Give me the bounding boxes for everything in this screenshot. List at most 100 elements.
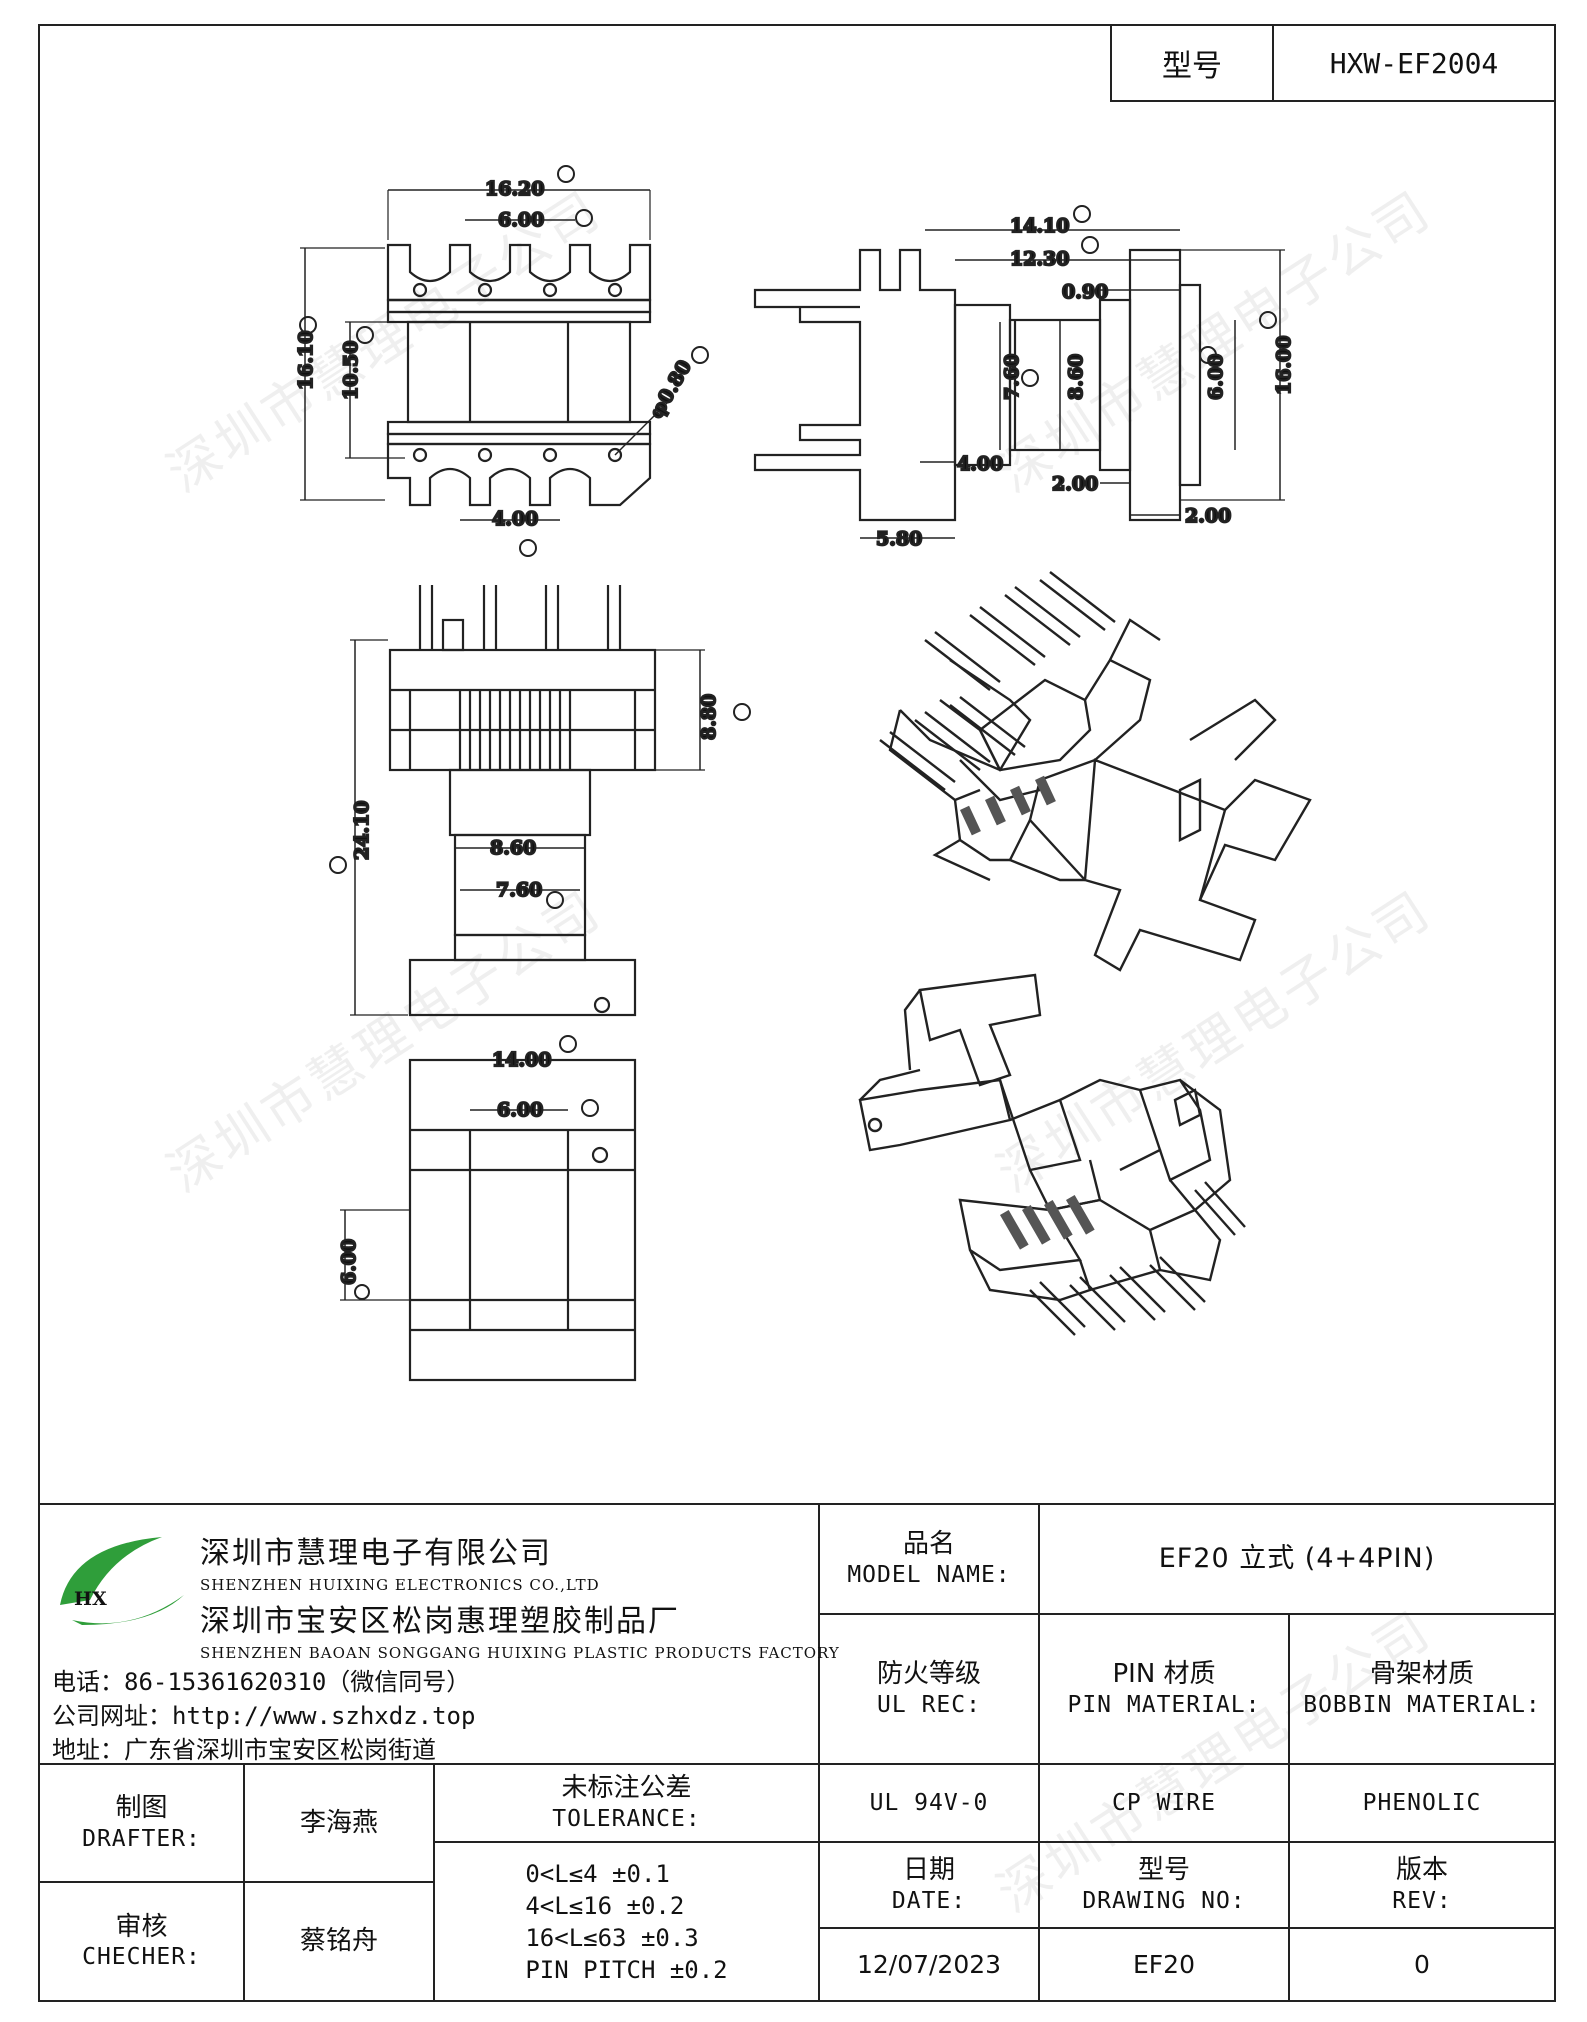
date-value: 12/07/2023 — [856, 1949, 1002, 1979]
dim-top-w1: 16.20 — [485, 178, 545, 200]
dim-front-w1: 8.60 — [490, 837, 536, 859]
date-label-cell: 日期 DATE: — [818, 1841, 1040, 1929]
factory-name-zh: 深圳市宝安区松岗惠理塑胶制品厂 — [200, 1604, 680, 1639]
dim-side-base: 5.80 — [876, 528, 922, 550]
model-name-label-cell: 品名 MODEL NAME: — [818, 1503, 1040, 1615]
side-view — [753, 205, 1285, 539]
tolerance-line: 16<L≤63 ±0.3 — [525, 1923, 699, 1952]
dim-side-d3: 6.00 — [1205, 354, 1227, 400]
company-names: 深圳市慧理电子有限公司 SHENZHEN HUIXING ELECTRONICS… — [200, 1528, 840, 1664]
bobbin-label-cell: 骨架材质 BOBBIN MATERIAL: — [1288, 1613, 1556, 1765]
dim-bottom-w2: 6.00 — [497, 1099, 543, 1121]
tolerance-line: PIN PITCH ±0.2 — [525, 1955, 728, 1984]
phone-number: 86-15361620310（微信同号） — [124, 1668, 471, 1696]
dim-side-l1: 14.10 — [1010, 215, 1070, 237]
phone-line: 电话：86-15361620310（微信同号） — [52, 1668, 471, 1696]
date-zh: 日期 — [902, 1855, 955, 1886]
tolerance-list: 0<L≤4 ±0.1 4<L≤16 ±0.2 16<L≤63 ±0.3 PIN … — [525, 1858, 727, 1986]
rev-value-cell: 0 — [1288, 1927, 1556, 2002]
dim-bottom-h1: 6.00 — [338, 1239, 360, 1285]
drafter-zh: 制图 — [115, 1793, 168, 1824]
dim-side-l2: 12.30 — [1010, 248, 1070, 270]
technical-drawing: 16.20 6.00 16.10 10.50 φ0.80 4.00 14.10 … — [294, 165, 1312, 1382]
ul-value-cell: UL 94V-0 — [818, 1763, 1040, 1843]
checker-name: 蔡铭舟 — [299, 1926, 378, 1957]
date-value-cell: 12/07/2023 — [818, 1927, 1040, 2002]
rev-zh: 版本 — [1395, 1855, 1448, 1886]
dim-side-p3: 2.00 — [1185, 505, 1231, 527]
model-label: 型号 — [1112, 26, 1274, 100]
dim-side-p1: 4.00 — [957, 453, 1003, 475]
top-view — [299, 165, 709, 557]
drafter-name-cell: 李海燕 — [243, 1763, 435, 1883]
isometric-view-upper — [879, 571, 1312, 972]
model-name-value: EF20 立式 (4+4PIN) — [1158, 1543, 1436, 1575]
tolerance-values-cell: 0<L≤4 ±0.1 4<L≤16 ±0.2 16<L≤63 ±0.3 PIN … — [433, 1841, 820, 2002]
address: 广东省深圳市宝安区松岗街道 — [124, 1736, 436, 1764]
model-value: HXW-EF2004 — [1329, 46, 1499, 80]
checker-zh: 审核 — [115, 1911, 168, 1942]
drawing-no-label-cell: 型号 DRAWING NO: — [1038, 1841, 1290, 1929]
drawing-no-en: DRAWING NO: — [1082, 1887, 1246, 1914]
bobbin-value-cell: PHENOLIC — [1288, 1763, 1556, 1843]
pin-value-cell: CP WIRE — [1038, 1763, 1290, 1843]
model-name-en: MODEL NAME: — [847, 1561, 1011, 1588]
ul-label-cell: 防火等级 UL REC: — [818, 1613, 1040, 1765]
ul-value: UL 94V-0 — [869, 1789, 989, 1816]
front-view — [329, 585, 751, 1017]
company-name-en: SHENZHEN HUIXING ELECTRONICS CO.,LTD — [200, 1576, 600, 1594]
pin-value: CP WIRE — [1112, 1789, 1216, 1816]
dim-front-w2: 7.60 — [496, 879, 542, 901]
dim-side-p2: 2.00 — [1052, 473, 1098, 495]
ul-zh: 防火等级 — [876, 1659, 981, 1690]
isometric-view-lower — [858, 973, 1246, 1336]
address-line: 地址：广东省深圳市宝安区松岗街道 — [52, 1736, 436, 1764]
bobbin-en: BOBBIN MATERIAL: — [1303, 1691, 1541, 1718]
date-en: DATE: — [891, 1887, 967, 1914]
website-link[interactable]: http://www.szhxdz.top — [172, 1702, 476, 1730]
model-number-box: 型号 HXW-EF2004 — [1110, 24, 1556, 102]
dim-side-d2: 8.60 — [1065, 354, 1087, 400]
logo-letters: HX — [74, 1588, 107, 1610]
bobbin-zh: 骨架材质 — [1369, 1659, 1474, 1690]
drawing-no-value: EF20 — [1133, 1949, 1195, 1979]
tolerance-line: 4<L≤16 ±0.2 — [525, 1891, 685, 1920]
company-name-zh: 深圳市慧理电子有限公司 — [200, 1536, 552, 1571]
factory-name-en: SHENZHEN BAOAN SONGGANG HUIXING PLASTIC … — [200, 1644, 840, 1662]
web-line: 公司网址：http://www.szhxdz.top — [52, 1702, 476, 1730]
tolerance-en: TOLERANCE: — [552, 1805, 701, 1832]
drawing-no-zh: 型号 — [1137, 1855, 1190, 1886]
drawing-no-value-cell: EF20 — [1038, 1927, 1290, 2002]
dim-front-h1: 8.80 — [698, 694, 720, 740]
company-contact: 电话：86-15361620310（微信同号） 公司网址：http://www.… — [52, 1665, 475, 1767]
pin-label-cell: PIN 材质 PIN MATERIAL: — [1038, 1613, 1290, 1765]
drafter-name: 李海燕 — [299, 1807, 378, 1838]
checker-label-cell: 审核 CHECHER: — [38, 1881, 245, 2002]
rev-en: REV: — [1392, 1887, 1452, 1914]
dim-top-h-inner: 10.50 — [340, 341, 362, 401]
dim-top-w2: 6.00 — [498, 209, 544, 231]
dim-bottom-w1: 14.00 — [492, 1049, 552, 1071]
dim-top-hole: φ0.80 — [645, 357, 696, 423]
dim-front-h-total: 24.10 — [351, 801, 373, 861]
tolerance-line: 0<L≤4 ±0.1 — [525, 1859, 670, 1888]
checker-name-cell: 蔡铭舟 — [243, 1881, 435, 2002]
dim-side-h: 16.00 — [1273, 336, 1295, 396]
rev-label-cell: 版本 REV: — [1288, 1841, 1556, 1929]
ul-en: UL REC: — [877, 1691, 981, 1718]
checker-en: CHECHER: — [82, 1944, 201, 1971]
drafter-label-cell: 制图 DRAFTER: — [38, 1763, 245, 1883]
dim-top-h-total: 16.10 — [295, 331, 317, 391]
company-logo: HX — [60, 1537, 184, 1625]
pin-en: PIN MATERIAL: — [1067, 1691, 1261, 1718]
dim-top-pitch: 4.00 — [492, 508, 538, 530]
model-name-value-cell: EF20 立式 (4+4PIN) — [1038, 1503, 1556, 1615]
bobbin-value: PHENOLIC — [1362, 1789, 1482, 1816]
dim-side-t1: 0.90 — [1062, 281, 1108, 303]
bottom-view — [340, 1035, 637, 1382]
tolerance-zh: 未标注公差 — [561, 1773, 692, 1804]
tolerance-label-cell: 未标注公差 TOLERANCE: — [433, 1763, 820, 1843]
model-name-zh: 品名 — [902, 1529, 955, 1560]
rev-value: 0 — [1414, 1949, 1430, 1979]
dim-side-d1: 7.60 — [1001, 354, 1023, 400]
